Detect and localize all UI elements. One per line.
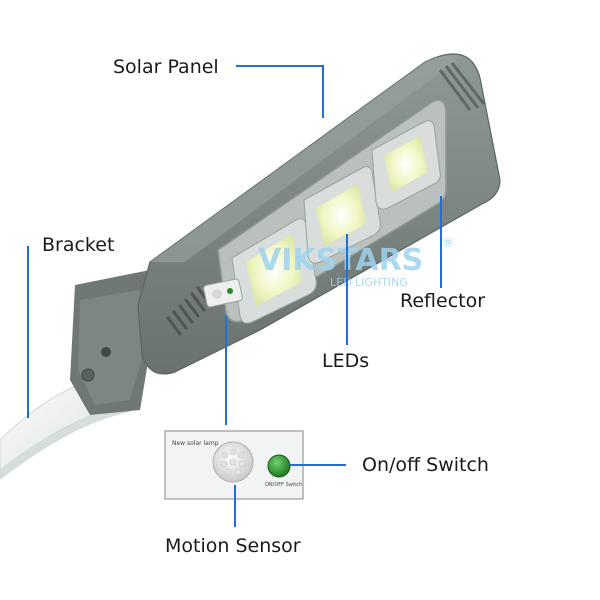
watermark-brand: VIKSTARS — [258, 243, 423, 278]
led-module-1 — [231, 218, 317, 324]
power-button-icon — [267, 454, 291, 478]
lamp-motion-sensor — [203, 278, 243, 308]
leader-lines — [27, 65, 442, 527]
label-leds: LEDs — [322, 350, 370, 372]
led-tray — [217, 99, 447, 324]
leader-solar-panel — [236, 65, 324, 118]
label-bracket: Bracket — [42, 234, 115, 256]
vent-slots — [166, 286, 212, 336]
label-motion-sensor: Motion Sensor — [165, 535, 301, 557]
pir-sensor-icon — [212, 441, 254, 483]
label-reflector: Reflector — [400, 290, 486, 312]
led-module-3 — [371, 120, 441, 210]
label-on-off-switch: On/off Switch — [362, 454, 489, 476]
watermark-registered: ® — [442, 236, 454, 250]
led-module-2 — [303, 166, 381, 264]
label-solar-panel: Solar Panel — [113, 56, 219, 78]
watermark-tagline: LED LIGHTING — [330, 276, 408, 289]
watermark: VIKSTARS ® LED LIGHTING — [258, 236, 454, 289]
inset-switch-text: ON/OFF Switch — [265, 482, 302, 488]
inset-title: New solar lamp — [172, 440, 219, 447]
